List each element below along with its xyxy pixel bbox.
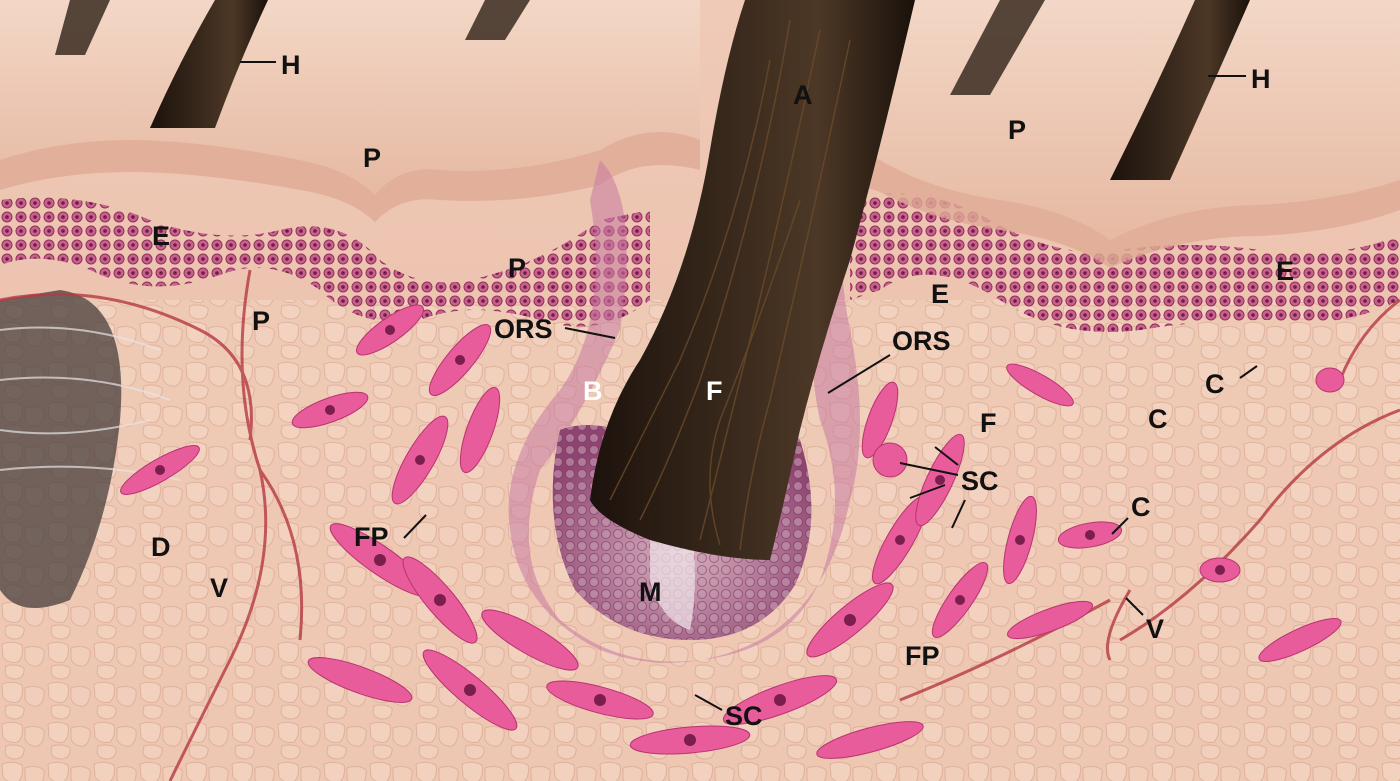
leader-ORS-left bbox=[564, 327, 616, 339]
leader-FP-left bbox=[403, 514, 427, 539]
leader-C-low bbox=[1111, 517, 1129, 535]
skin-surface-right-edge bbox=[850, 150, 1400, 268]
leader-C-top bbox=[1239, 365, 1258, 379]
leader-SC-right-2 bbox=[934, 446, 959, 466]
label-H-right: H bbox=[1251, 64, 1271, 94]
label-M: M bbox=[639, 577, 662, 607]
label-E-mid: E bbox=[931, 279, 949, 309]
leader-SC-right-3 bbox=[909, 484, 946, 499]
cell-nuclei bbox=[155, 325, 1225, 746]
label-P-dermis: P bbox=[252, 306, 270, 336]
label-FP-right: FP bbox=[905, 641, 940, 671]
leader-ORS-right bbox=[827, 354, 891, 394]
label-SC-right: SC bbox=[961, 466, 999, 496]
hair-shaft-fibers bbox=[609, 19, 851, 551]
label-C-low: C bbox=[1131, 492, 1151, 522]
label-C-top: C bbox=[1205, 369, 1225, 399]
label-FP-left: FP bbox=[354, 522, 389, 552]
hair-stub-1 bbox=[55, 0, 110, 55]
outer-root-sheath bbox=[508, 150, 860, 663]
label-V-left: V bbox=[210, 573, 228, 603]
label-A: A bbox=[793, 80, 813, 110]
hair-small-right bbox=[1110, 0, 1250, 180]
label-SC-bottom: SC bbox=[725, 701, 763, 731]
label-H-left: H bbox=[281, 50, 301, 80]
label-C-mid: C bbox=[1148, 404, 1168, 434]
leader-SC-bottom bbox=[694, 694, 723, 711]
label-D: D bbox=[151, 532, 171, 562]
label-ORS-left: ORS bbox=[494, 314, 553, 344]
label-ORS-right: ORS bbox=[892, 326, 951, 356]
epidermis-cells-left bbox=[0, 197, 650, 327]
hair-shaft-main bbox=[590, 0, 915, 560]
labels: H H A P P P P E E E ORS ORS B F F SC SC … bbox=[151, 50, 1294, 731]
leader-SC-right-4 bbox=[951, 499, 966, 529]
leader-V-right bbox=[1125, 597, 1144, 616]
hair-stub-3 bbox=[950, 0, 1045, 95]
label-F-right: F bbox=[980, 408, 997, 438]
label-B: B bbox=[583, 376, 603, 406]
hair-stub-2 bbox=[465, 0, 530, 40]
dark-fiber-region bbox=[0, 290, 122, 608]
label-P-left: P bbox=[363, 143, 381, 173]
skin-surface-left bbox=[0, 0, 700, 195]
leader-lines bbox=[240, 61, 1258, 711]
leader-SC-right-1 bbox=[899, 462, 959, 476]
label-F-shaft: F bbox=[706, 376, 723, 406]
label-P-right: P bbox=[1008, 115, 1026, 145]
hair-small-left bbox=[150, 0, 268, 128]
label-E-right: E bbox=[1276, 256, 1294, 286]
label-E-left: E bbox=[152, 221, 170, 251]
skin-surface-left-edge bbox=[0, 132, 700, 222]
label-V-right: V bbox=[1146, 614, 1164, 644]
label-P-mid: P bbox=[508, 253, 526, 283]
